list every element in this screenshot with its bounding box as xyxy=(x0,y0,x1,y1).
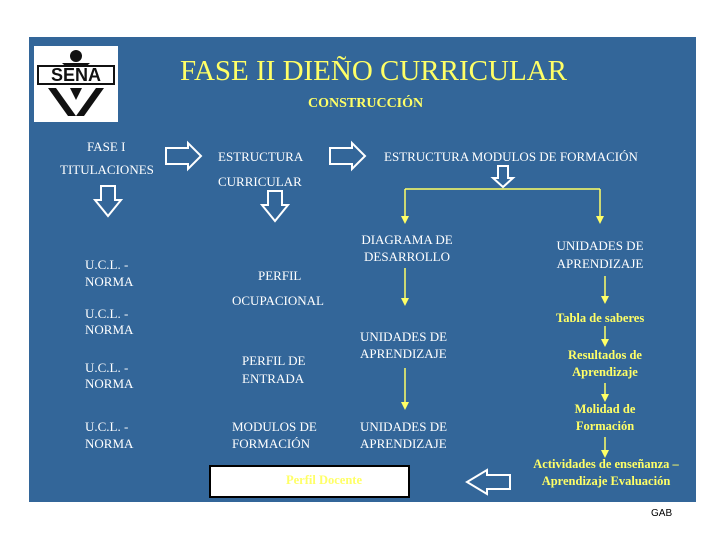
ucl-2-b: NORMA xyxy=(85,322,134,337)
arrow-right-2 xyxy=(329,140,367,172)
logo-text: SENA xyxy=(51,65,101,85)
perfil-de-label: PERFIL DE xyxy=(242,353,306,368)
arrow-left xyxy=(465,468,511,496)
ucl-3-b: NORMA xyxy=(85,376,134,391)
molidad-formacion-2: Formación xyxy=(575,419,635,433)
formacion-label: FORMACIÓN xyxy=(232,436,311,451)
perfil-label: PERFIL xyxy=(258,268,302,283)
unidades-aprendizaje-1-b: APRENDIZAJE xyxy=(360,346,447,361)
tabla-saberes-label: Tabla de saberes xyxy=(556,311,645,325)
resultados-aprendizaje-2: Aprendizaje xyxy=(572,365,638,379)
ucl-2-a: U.C.L. - xyxy=(85,306,129,321)
titulaciones-label: TITULACIONES xyxy=(60,162,154,177)
slide-background xyxy=(29,37,696,502)
curricular-label: CURRICULAR xyxy=(218,174,302,189)
ucl-3-a: U.C.L. - xyxy=(85,360,129,375)
fase-i-label: FASE I xyxy=(87,139,126,154)
molidad-formacion-1: Molidad de xyxy=(574,402,636,416)
ucl-1-b: NORMA xyxy=(85,274,134,289)
sena-logo: SENA xyxy=(34,46,118,122)
unidades-aprendizaje-3-b: APRENDIZAJE xyxy=(556,256,644,271)
entrada-label: ENTRADA xyxy=(242,371,305,386)
perfil-docente-label: Perfil Docente xyxy=(286,473,363,487)
actividades-2: Aprendizaje Evaluación xyxy=(541,474,671,488)
diagrama-desarrollo-1: DIAGRAMA DE xyxy=(361,232,453,247)
unidades-aprendizaje-2-b: APRENDIZAJE xyxy=(360,436,447,451)
unidades-aprendizaje-1-a: UNIDADES DE xyxy=(360,329,448,344)
diagrama-desarrollo-2: DESARROLLO xyxy=(364,249,450,264)
perfil-docente-box xyxy=(209,465,410,498)
unidades-aprendizaje-3-a: UNIDADES DE xyxy=(556,238,644,253)
ucl-4-b: NORMA xyxy=(85,436,134,451)
page-title: FASE II DIEÑO CURRICULAR xyxy=(180,55,567,87)
arrow-down-1 xyxy=(92,185,124,218)
subtitle: CONSTRUCCIÓN xyxy=(308,96,424,111)
arrow-right-1 xyxy=(165,140,203,172)
arrow-down-2 xyxy=(259,190,291,223)
ucl-4-a: U.C.L. - xyxy=(85,419,129,434)
arrow-down-3 xyxy=(490,165,516,189)
footer-gab: GAB xyxy=(651,508,673,519)
unidades-aprendizaje-2-a: UNIDADES DE xyxy=(360,419,448,434)
resultados-aprendizaje-1: Resultados de xyxy=(568,348,642,362)
ocupacional-label: OCUPACIONAL xyxy=(232,293,324,308)
ucl-1-a: U.C.L. - xyxy=(85,257,129,272)
estructura-label: ESTRUCTURA xyxy=(218,149,304,164)
actividades-1: Actividades de enseñanza – xyxy=(533,457,679,471)
modulos-label: MODULOS DE xyxy=(232,419,317,434)
estructura-modulos-header: ESTRUCTURA MODULOS DE FORMACIÓN xyxy=(384,149,638,164)
